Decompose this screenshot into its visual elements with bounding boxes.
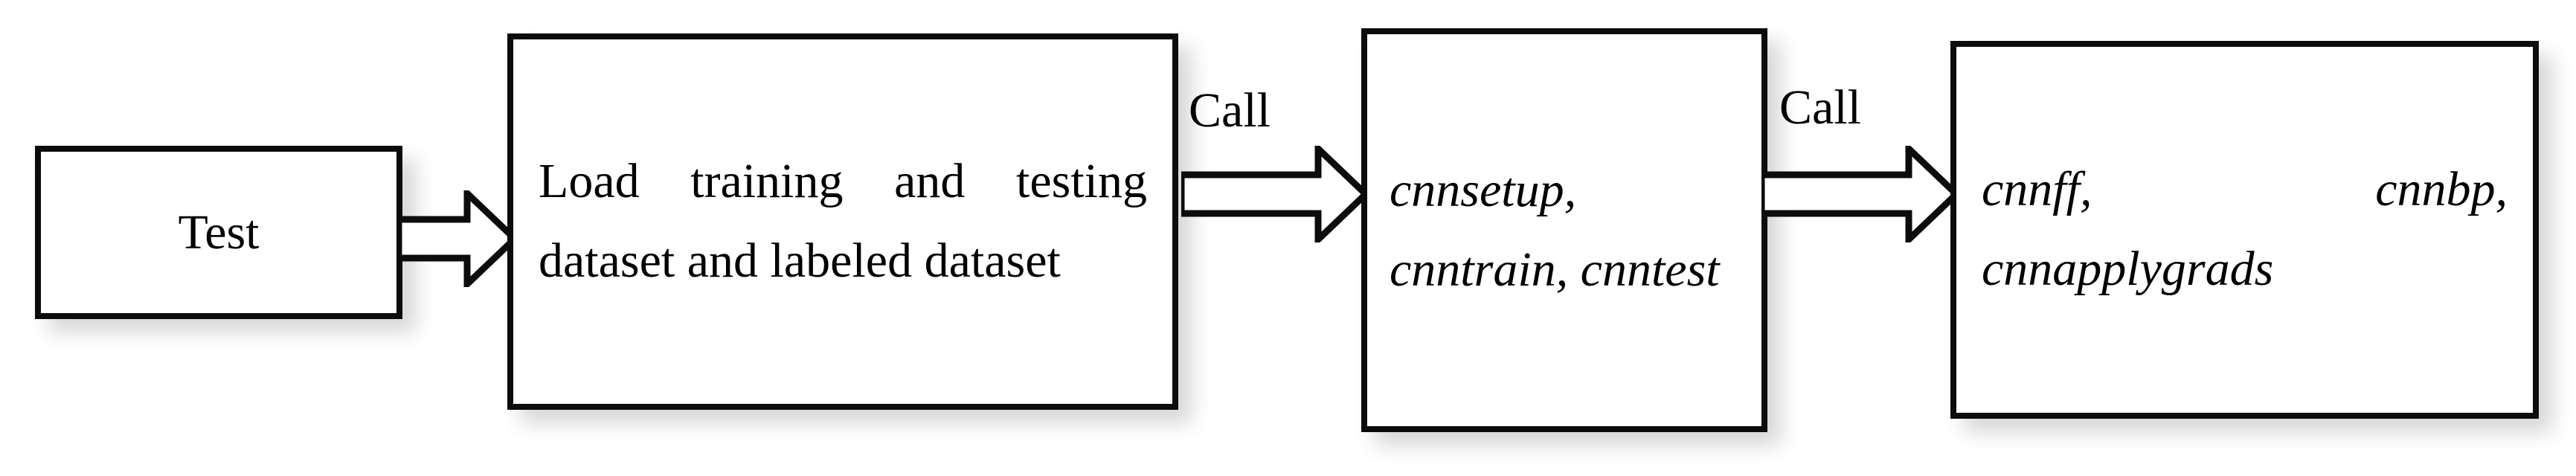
arrow-load-to-cnnsetup (1181, 146, 1369, 242)
node-cnn-train-functions[interactable]: cnnff, cnnbp, cnnapplygrads (1950, 41, 2539, 419)
node-cnn-core-functions-label: cnnsetup, cnntrain, cnntest (1390, 162, 1720, 297)
edge-label-call-2: Call (1779, 80, 1861, 135)
arrow-cnnsetup-to-cnnff (1761, 146, 1959, 242)
node-cnn-core-functions[interactable]: cnnsetup, cnntrain, cnntest (1361, 28, 1767, 432)
edge-label-call-1: Call (1189, 83, 1271, 138)
node-load-dataset[interactable]: Load training and testing dataset and la… (507, 33, 1178, 410)
node-cnn-train-functions-label: cnnff, cnnbp, cnnapplygrads (1982, 162, 2508, 296)
node-test-label: Test (178, 205, 260, 260)
arrow-test-to-load (399, 190, 518, 287)
node-test[interactable]: Test (35, 146, 402, 319)
node-load-dataset-label: Load training and testing dataset and la… (539, 154, 1147, 288)
